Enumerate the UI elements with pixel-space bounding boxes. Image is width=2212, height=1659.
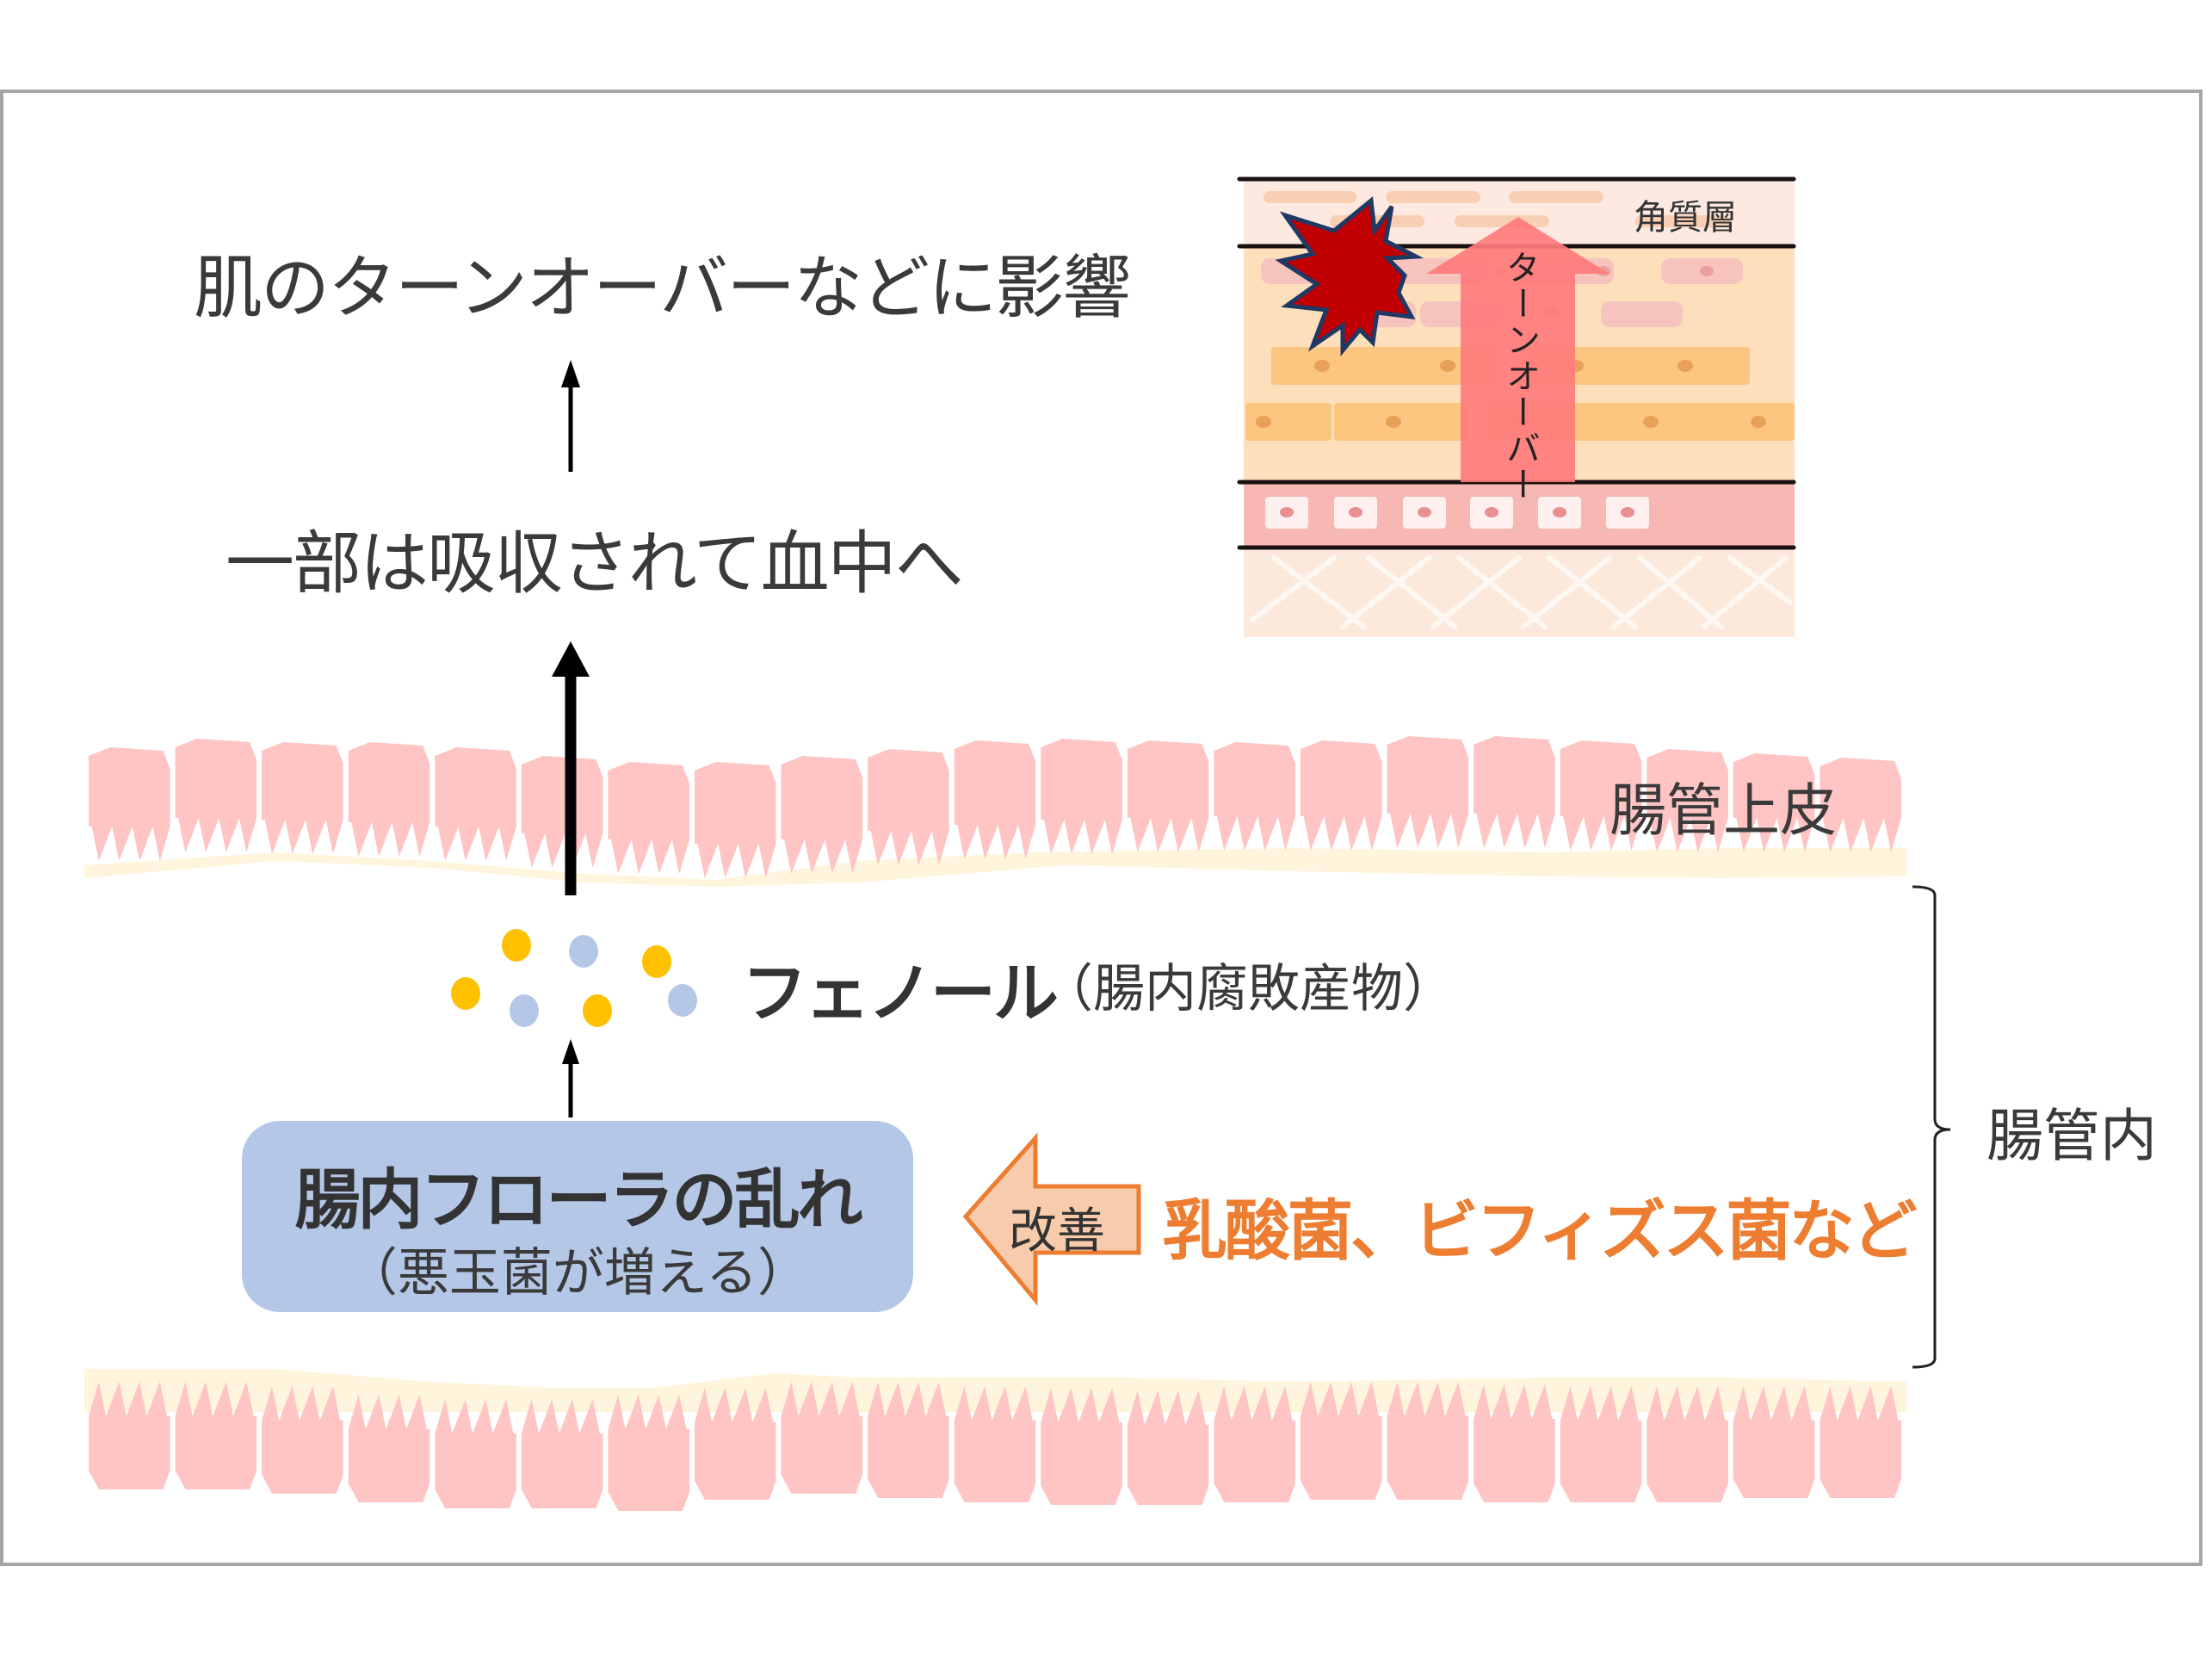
improvement-arrow-label: 改善: [1009, 1204, 1105, 1260]
epithelial-cell: [1820, 758, 1901, 852]
epithelial-cell: [262, 742, 343, 854]
epithelial-cell: [1041, 739, 1122, 854]
epithelial-cell: [1647, 1386, 1728, 1502]
epithelial-cell: [435, 1399, 516, 1508]
epithelial-cell: [608, 762, 689, 874]
skin-cross-section: [1237, 176, 1796, 637]
dermis-layer: [1244, 548, 1795, 637]
epithelial-cell: [781, 1382, 863, 1494]
epithelial-cell: [1560, 740, 1642, 851]
epithelial-cell: [1474, 736, 1555, 848]
epithelial-cell: [262, 1386, 343, 1494]
absorption-arrow-icon: [552, 641, 590, 895]
epithelial-cell: [89, 747, 170, 861]
improvement-arrow-icon: [962, 1132, 1141, 1306]
epithelial-cell: [175, 739, 257, 852]
lower-intestinal-epithelium: [84, 1369, 1906, 1511]
phenol-molecules-icon: [451, 929, 697, 1027]
flora-sub-text: （悪玉菌が増える）: [345, 1243, 810, 1303]
epithelial-cell: [1127, 1390, 1209, 1505]
flora-main-text: 腸内フローラの乱れ: [294, 1161, 863, 1238]
absorption-text: 一部は吸収されて血中へ: [226, 523, 964, 604]
epithelial-cell: [868, 749, 949, 865]
turnover-label: ターンオーバー: [1500, 250, 1540, 503]
probiotics-text: 乳酸菌、ビフィズス菌など: [1162, 1192, 1917, 1269]
upper-intestinal-epithelium: [84, 736, 1906, 887]
epithelial-cell: [348, 742, 430, 857]
epithelial-cell: [1820, 1386, 1901, 1498]
epithelial-cell: [1214, 1386, 1295, 1502]
epithelium-label: 腸管上皮: [1610, 777, 1837, 844]
phenol-label: フェノール: [742, 955, 1059, 1031]
epithelial-cell: [1387, 1382, 1469, 1500]
epithelial-cell: [608, 1395, 689, 1511]
epithelial-cell: [695, 1388, 776, 1500]
skin-effect-text: 肌のターンオーバーなどに影響: [194, 248, 1131, 328]
epithelial-cell: [1301, 1382, 1382, 1500]
epithelial-cell: [1474, 1384, 1555, 1502]
damage-burst-icon: [1275, 196, 1424, 356]
epithelial-cell: [1041, 1388, 1122, 1505]
epithelial-cell: [1733, 753, 1815, 852]
epithelial-cell: [954, 1386, 1036, 1502]
epithelial-cell: [1127, 740, 1209, 852]
phenol-note: （腸内腐敗産物）: [1041, 959, 1455, 1019]
lumen-label: 腸管内: [1986, 1103, 2157, 1169]
epithelial-cell: [1301, 740, 1382, 851]
arrow-to-skin-icon: [561, 360, 580, 472]
epithelial-cell: [175, 1382, 257, 1489]
epithelial-cell: [1560, 1386, 1642, 1502]
epithelial-cell: [348, 1395, 430, 1502]
epithelial-cell: [435, 747, 516, 861]
lumen-brace-icon: [1912, 885, 1951, 1369]
epithelial-cell: [1387, 736, 1469, 848]
stratum-corneum-label: 角質層: [1634, 198, 1737, 238]
epithelial-cell: [1733, 1386, 1815, 1498]
flora-imbalance-box: 腸内フローラの乱れ （悪玉菌が増える）: [242, 1121, 913, 1312]
epithelial-cell: [521, 756, 603, 868]
epithelial-cell: [89, 1382, 170, 1489]
epithelial-cell: [1647, 749, 1728, 852]
epithelial-cell: [1214, 742, 1295, 851]
epithelial-cell: [521, 1399, 603, 1508]
epithelial-cell: [781, 756, 863, 874]
epithelial-cell: [695, 762, 776, 878]
epithelial-cell: [954, 740, 1036, 859]
epithelial-cell: [868, 1382, 949, 1498]
turnover-arrow-icon: [1426, 217, 1610, 482]
flora-to-phenol-arrow-icon: [562, 1039, 579, 1117]
